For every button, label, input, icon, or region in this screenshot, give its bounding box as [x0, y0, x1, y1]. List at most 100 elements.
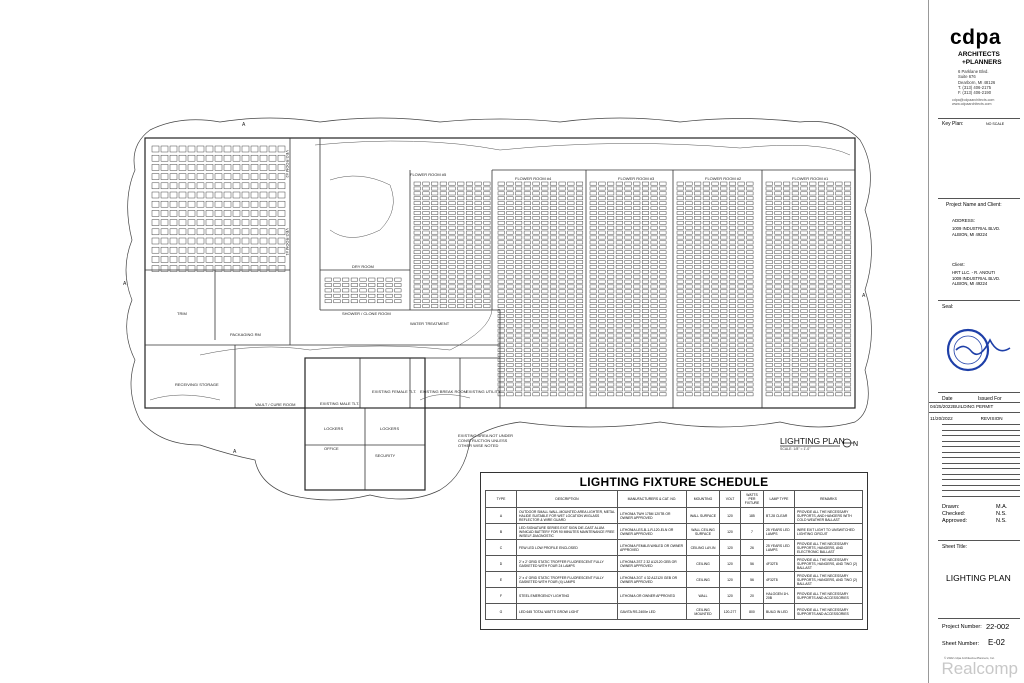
flower-light: [515, 225, 523, 230]
flower-light: [783, 260, 791, 264]
flower-light: [576, 211, 584, 215]
flower-light: [844, 323, 852, 328]
flower-light: [659, 294, 667, 299]
flower-light: [711, 206, 719, 210]
flower-light: [523, 240, 531, 245]
schedule-cell-type: E: [485, 571, 517, 588]
flower-light: [826, 181, 834, 186]
flower-light: [497, 211, 505, 215]
flower-light: [589, 269, 597, 274]
flower-light: [844, 235, 852, 240]
flower-light: [615, 186, 623, 191]
flower-light: [541, 211, 549, 215]
flower-light: [809, 377, 817, 382]
flower-light: [576, 289, 584, 294]
flower-light: [737, 333, 745, 338]
flower-light: [523, 230, 531, 235]
veg-light: [169, 219, 178, 226]
flower-light: [541, 269, 549, 274]
flower-light: [783, 377, 791, 382]
flower-light: [333, 293, 341, 298]
flower-light: [765, 318, 773, 323]
project-number-label: Project Number:: [942, 624, 982, 630]
flower-light: [633, 304, 641, 308]
flower-light: [694, 245, 702, 250]
flower-light: [791, 299, 799, 304]
veg-light: [277, 200, 286, 208]
flower-light: [598, 348, 606, 353]
flower-light: [633, 206, 641, 210]
flower-light: [844, 186, 852, 191]
flower-light: [800, 363, 808, 367]
flower-light: [650, 333, 658, 338]
flower-light: [809, 338, 817, 343]
flower-light: [835, 230, 843, 235]
flower-light: [615, 279, 623, 284]
flower-light: [448, 294, 456, 299]
flower-light: [506, 269, 514, 274]
flower-light: [589, 230, 597, 235]
flower-light: [685, 279, 693, 284]
flower-light: [650, 274, 658, 279]
drawn-label: Drawn:: [942, 504, 960, 510]
flower-light: [720, 338, 728, 343]
veg-light: [250, 164, 259, 171]
flower-light: [844, 348, 852, 353]
flower-light: [791, 274, 799, 279]
flower-light: [515, 274, 523, 279]
flower-light: [532, 318, 540, 323]
schedule-cell-lamp: 4F32T8: [763, 555, 795, 572]
realcomp-watermark: Realcomp: [941, 659, 1018, 678]
flower-light: [746, 309, 754, 313]
flower-light: [746, 235, 754, 240]
flower-light: [844, 387, 852, 392]
flower-light: [549, 260, 557, 264]
flower-light: [589, 387, 597, 392]
flower-light: [567, 211, 575, 215]
flower-light: [567, 348, 575, 353]
schedule-cell-mfr: LITHONIA 2ST 2 32 A12120 GEB OR OWNER AP…: [617, 555, 687, 572]
flower-light: [737, 328, 745, 333]
flower-light: [515, 299, 523, 304]
flower-light: [607, 186, 615, 191]
flower-light: [558, 392, 566, 397]
flower-light: [567, 367, 575, 372]
flower-light: [598, 181, 606, 186]
flower-light: [615, 211, 623, 215]
veg-light: [214, 200, 223, 208]
flower-light: [835, 387, 843, 392]
flower-light: [567, 392, 575, 397]
flower-light: [659, 211, 667, 215]
schedule-cell-mount: CEILING LAY-IN: [686, 539, 720, 556]
flower-light: [607, 377, 615, 382]
veg-light: [178, 200, 187, 208]
flower-light: [835, 216, 843, 220]
schedule-cell-volt: 120: [719, 523, 741, 540]
flower-light: [685, 309, 693, 313]
sheet-number-label: Sheet Number:: [942, 641, 979, 647]
veg-light: [250, 191, 259, 199]
flower-light: [720, 372, 728, 377]
flower-light: [720, 353, 728, 357]
flower-light: [826, 314, 834, 318]
flower-light: [422, 240, 430, 245]
flower-light: [685, 245, 693, 250]
flower-light: [737, 309, 745, 313]
header-type: TYPE: [485, 490, 517, 508]
veg-light: [214, 164, 223, 171]
flower-light: [746, 348, 754, 353]
flower-light: [576, 255, 584, 259]
flower-light: [765, 304, 773, 308]
flower-light: [558, 318, 566, 323]
flower-light: [506, 314, 514, 318]
flower-light: [728, 230, 736, 235]
flower-light: [791, 353, 799, 357]
flower-light: [676, 358, 684, 362]
flower-light: [413, 269, 421, 274]
veg-light: [223, 219, 232, 226]
flower-light: [523, 260, 531, 264]
flower-light: [624, 269, 632, 274]
flower-light: [774, 289, 782, 294]
veg-light: [214, 145, 223, 153]
flower-light: [598, 299, 606, 304]
